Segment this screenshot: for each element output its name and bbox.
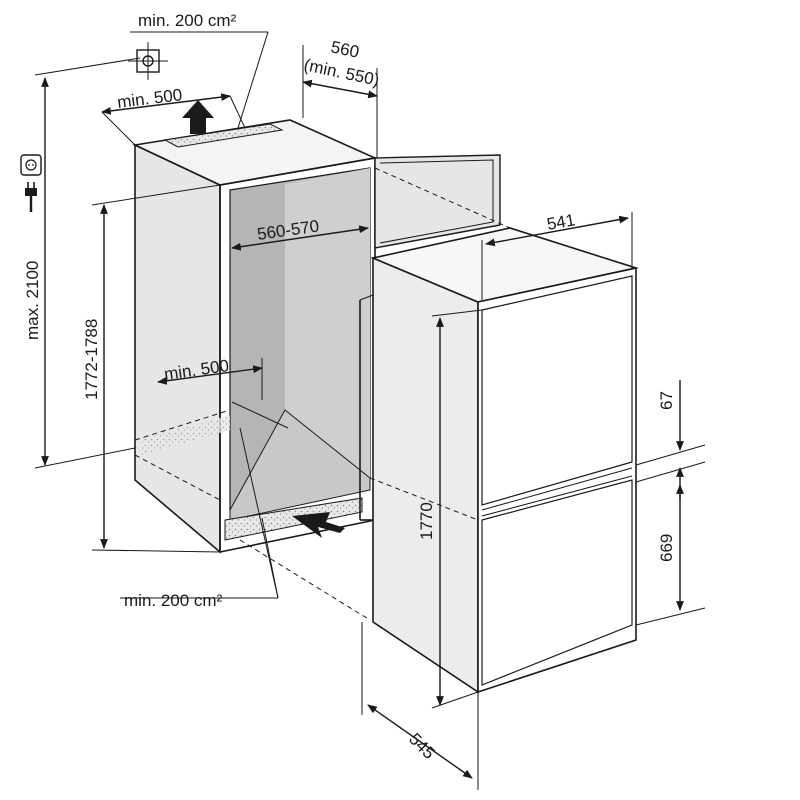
fridge-upper-door [481, 275, 633, 506]
bottom-vent-label: min. 200 cm² [124, 591, 223, 610]
plinth-vent [224, 497, 363, 541]
niche-height-label: 1772-1788 [82, 319, 101, 400]
fridge-lower-door [481, 479, 633, 686]
top-vent-label: min. 200 cm² [138, 11, 237, 30]
gap-label: 67 [657, 391, 676, 410]
power-socket-icon [20, 154, 42, 212]
niche-width-label: 560 [329, 37, 361, 61]
air-outflow-arrow-icon [182, 100, 214, 134]
niche-floor-grit [140, 415, 230, 455]
niche-door-panel [374, 154, 501, 249]
top-depth-min-label: min. 500 [116, 85, 183, 112]
appliance-height-label: 1770 [417, 502, 436, 540]
appliance-width-label: 541 [545, 210, 576, 234]
ventilation-symbol-icon [128, 42, 168, 80]
fridge-side [372, 256, 479, 694]
niche-cabinet [132, 119, 378, 554]
max-height-label: max. 2100 [23, 261, 42, 340]
niche-left-panel [134, 143, 221, 554]
appliance-fridge [359, 227, 640, 694]
dimension-lines [34, 31, 706, 790]
niche-floor [229, 409, 371, 521]
lower-door-label: 669 [657, 534, 676, 562]
air-inflow-arrow-icon [292, 512, 345, 538]
top-vent-slot [163, 123, 284, 148]
